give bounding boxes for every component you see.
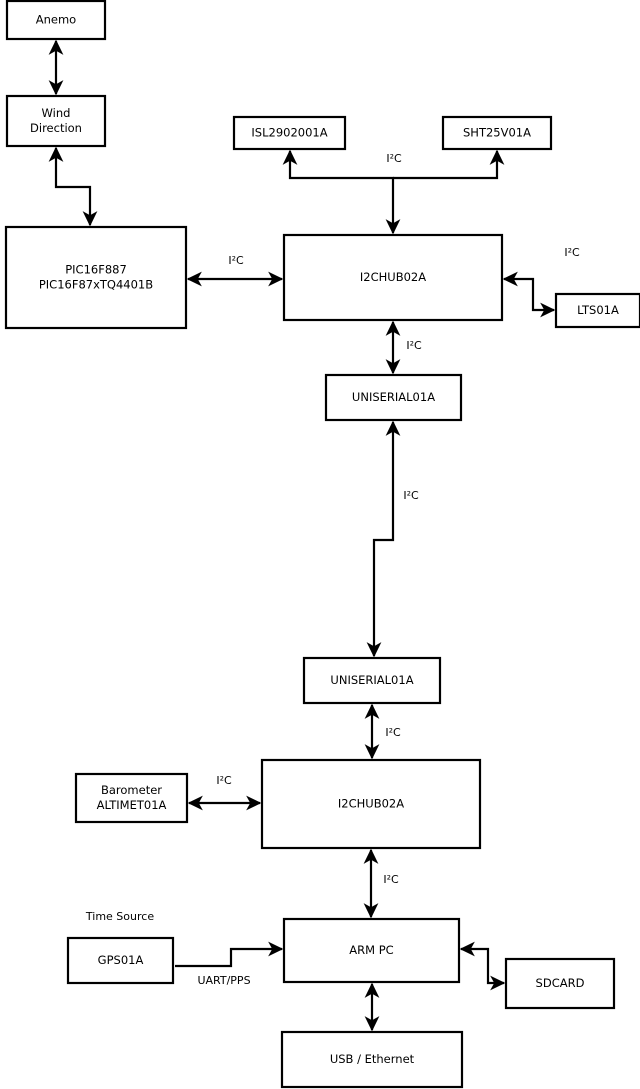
edge-label-hubtop-sensors: I²C xyxy=(386,152,402,165)
node-usb-eth[interactable]: USB / Ethernet xyxy=(280,1030,464,1089)
node-uniserial-1[interactable]: UNISERIAL01A xyxy=(324,373,463,422)
edge-line xyxy=(366,420,401,658)
edge-line xyxy=(502,271,556,318)
node-label-anemo: Anemo xyxy=(36,13,76,27)
node-hub-top[interactable]: I2CHUB02A xyxy=(282,233,504,322)
edge-label-pic-hubtop: I²C xyxy=(228,254,244,267)
node-label-lts: LTS01A xyxy=(577,303,619,317)
node-label-hub-top: I2CHUB02A xyxy=(360,270,426,284)
nodes-layer: AnemoWindDirectionPIC16F887PIC16F87xTQ44… xyxy=(4,0,640,1089)
edge-uniserial2-hubbottom: I²C xyxy=(364,703,401,760)
node-label-arm-pc: ARM PC xyxy=(349,943,393,957)
edge-armpc-sdcard xyxy=(459,941,506,991)
edge-barometer-hubbottom: I²C xyxy=(187,774,262,811)
edge-pic-hubtop: I²C xyxy=(186,254,284,287)
edge-hubtop-sensors: I²C xyxy=(282,149,505,235)
free-label-time-source: Time Source xyxy=(85,910,154,923)
node-box-lts[interactable] xyxy=(554,292,640,329)
edge-label-gps-armpc: UART/PPS xyxy=(197,974,250,987)
edge-hubbottom-armpc: I²C xyxy=(363,848,399,919)
node-arm-pc[interactable]: ARM PC xyxy=(282,917,461,984)
node-box-hub-bottom[interactable] xyxy=(260,758,482,850)
edge-hubtop-uniserial1: I²C xyxy=(385,320,422,375)
node-label-hub-bottom: I2CHUB02A xyxy=(338,797,404,811)
edge-label-hubtop-lts: I²C xyxy=(564,246,580,259)
node-label-pic: PIC16F887 xyxy=(65,263,127,277)
edge-hubtop-lts: I²C xyxy=(502,246,580,318)
node-box-wind-dir[interactable] xyxy=(5,94,107,148)
edge-line xyxy=(459,941,506,991)
edges-layer: I²C I²C I²C I²C I²C I²C I²C I²C UART/PPS xyxy=(48,39,580,1032)
node-box-sdcard[interactable] xyxy=(504,957,616,1010)
node-box-uniserial-1[interactable] xyxy=(324,373,463,422)
edge-label-hubtop-uniserial1: I²C xyxy=(406,339,422,352)
edge-label-uniserial2-hubbottom: I²C xyxy=(385,726,401,739)
node-label-isl: ISL2902001A xyxy=(251,126,327,140)
node-box-sht[interactable] xyxy=(441,115,553,151)
node-label-sht: SHT25V01A xyxy=(463,126,531,140)
node-sdcard[interactable]: SDCARD xyxy=(504,957,616,1010)
node-uniserial-2[interactable]: UNISERIAL01A xyxy=(302,656,442,705)
node-box-uniserial-2[interactable] xyxy=(302,656,442,705)
node-box-pic[interactable] xyxy=(4,225,188,330)
node-box-gps[interactable] xyxy=(66,936,175,985)
node-label-wind-dir: Direction xyxy=(30,121,82,135)
node-label-barometer: ALTIMET01A xyxy=(97,798,167,812)
node-hub-bottom[interactable]: I2CHUB02A xyxy=(260,758,482,850)
node-lts[interactable]: LTS01A xyxy=(554,292,640,329)
edge-winddir-pic xyxy=(48,146,98,227)
node-box-barometer[interactable] xyxy=(74,772,189,824)
edge-branch-line xyxy=(393,149,505,180)
node-label-uniserial-1: UNISERIAL01A xyxy=(352,390,435,404)
node-gps[interactable]: GPS01A xyxy=(66,936,175,985)
node-label-pic: PIC16F87xTQ4401B xyxy=(39,278,153,292)
free-labels-layer: Time Source xyxy=(85,910,154,923)
node-box-arm-pc[interactable] xyxy=(282,917,461,984)
node-isl[interactable]: ISL2902001A xyxy=(232,115,347,151)
node-box-isl[interactable] xyxy=(232,115,347,151)
node-box-anemo[interactable] xyxy=(5,0,107,41)
edge-label-uniserial1-uniserial2: I²C xyxy=(403,489,419,502)
node-label-barometer: Barometer xyxy=(101,783,162,797)
node-box-hub-top[interactable] xyxy=(282,233,504,322)
edge-line xyxy=(282,149,401,235)
edge-uniserial1-uniserial2: I²C xyxy=(366,420,419,658)
edge-gps-armpc: UART/PPS xyxy=(175,941,284,987)
node-label-gps: GPS01A xyxy=(98,953,144,967)
edge-label-hubbottom-armpc: I²C xyxy=(383,873,399,886)
node-label-wind-dir: Wind xyxy=(42,106,71,120)
node-label-usb-eth: USB / Ethernet xyxy=(330,1052,415,1066)
node-sht[interactable]: SHT25V01A xyxy=(441,115,553,151)
edge-line xyxy=(175,941,284,968)
node-anemo[interactable]: Anemo xyxy=(5,0,107,41)
node-label-uniserial-2: UNISERIAL01A xyxy=(330,673,413,687)
edge-label-barometer-hubbottom: I²C xyxy=(216,774,232,787)
node-box-usb-eth[interactable] xyxy=(280,1030,464,1089)
edge-line xyxy=(48,146,98,227)
node-label-sdcard: SDCARD xyxy=(536,976,585,990)
